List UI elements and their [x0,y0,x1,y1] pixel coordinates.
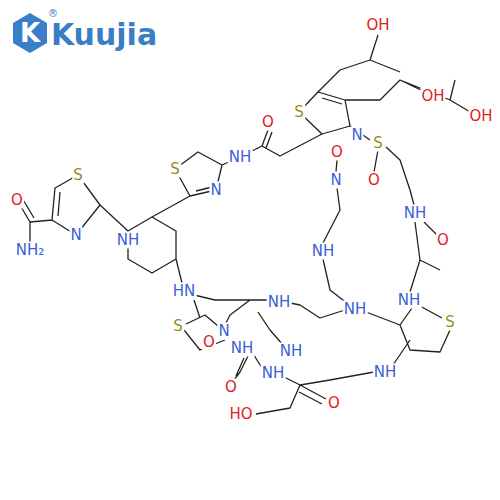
atom-label: HO [228,406,253,423]
atom-label: NH [230,340,255,357]
atom-label: NH [267,294,292,311]
atom-label: NH₂ [15,242,46,259]
atom-label: NH [397,292,422,309]
atom-label: OH [365,17,390,34]
atom-label: S [72,167,84,184]
atom-label: N [69,227,82,244]
atom-label: O [10,192,24,209]
atom-label: S [372,135,384,152]
atom-label: NH [279,343,304,360]
watermark: Kuujia [50,19,158,51]
atom-label: N [329,172,342,189]
atom-label: O [327,395,341,412]
logo-mark: K [19,19,41,47]
logo-hexagon [13,13,47,53]
atom-label: S [172,318,184,335]
atom-label: N [217,323,230,340]
atom-label: S [169,161,181,178]
atom-label: NH [343,301,368,318]
atom-label: O [261,114,275,131]
atom-label: NH [403,205,428,222]
atom-label: OH [420,88,445,105]
atom-label: NH [116,232,141,249]
atom-label: NH [261,365,286,382]
atom-label: O [202,334,216,351]
atom-label: NH [228,149,253,166]
atom-label: S [293,104,305,121]
atom-label: NH [373,364,398,381]
bond-lines [17,35,472,414]
atom-label: HN [172,283,197,300]
atom-label: O [330,144,344,161]
atom-label: OH [468,108,493,125]
atom-label: O [224,379,238,396]
atom-label: O [367,172,381,189]
trademark: ® [47,8,59,20]
atom-label: S [444,314,456,331]
atom-label: O [436,232,450,249]
atom-label: N [209,182,222,199]
atom-label: NH [311,243,336,260]
atom-label: N [350,127,363,144]
